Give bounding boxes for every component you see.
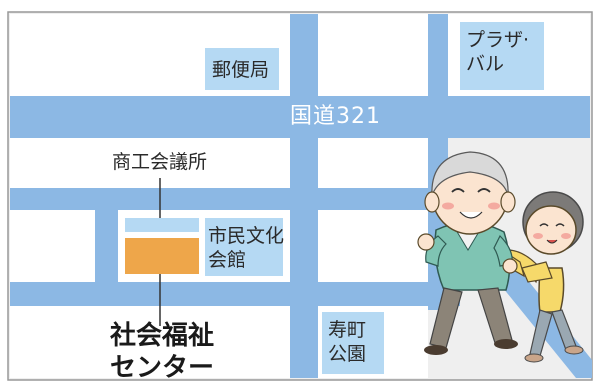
block-lower-left	[10, 210, 95, 282]
chamber-of-commerce-building	[125, 218, 199, 232]
grandmother-figure	[499, 191, 584, 363]
welfare-center-label-line2: センター	[110, 353, 215, 383]
grandfather-figure	[417, 151, 518, 355]
national-route-321-label: 国道321	[290, 104, 381, 129]
block-lower-right	[318, 210, 428, 282]
civic-hall-label-line1: 市民文化	[208, 225, 285, 247]
post-office-building	[205, 48, 279, 90]
welfare-center-label: 社会福祉 センター	[110, 320, 214, 384]
block-mid-right	[318, 138, 428, 188]
road-horizontal-2	[10, 188, 460, 210]
road-vertical-left	[95, 188, 118, 306]
block-mid-left	[10, 138, 290, 188]
chamber-of-commerce-label: 商工会議所	[112, 151, 208, 173]
plaza-bal-label-line1: プラザ·	[466, 29, 530, 51]
elderly-couple-illustration	[417, 151, 584, 363]
kotobuki-park-label-line2: 公園	[328, 343, 367, 365]
plaza-bal-building	[460, 22, 544, 90]
welfare-center-label-line1: 社会福祉	[110, 321, 215, 351]
kotobuki-park-area	[322, 312, 384, 374]
civic-hall-label: 市民文化 会館	[208, 224, 284, 272]
kotobuki-park-label-line1: 寿町	[328, 319, 367, 341]
civic-hall-label-line2: 会館	[208, 249, 247, 271]
civic-hall-building	[205, 218, 283, 276]
post-office-label: 郵便局	[212, 59, 270, 81]
road-vertical-center	[290, 14, 318, 378]
block-top-middle	[318, 14, 428, 96]
plaza-bal-label: プラザ· バル	[466, 28, 529, 76]
block-bottom-left	[10, 306, 290, 378]
road-horizontal-3	[10, 282, 460, 306]
roads	[10, 14, 592, 378]
kotobuki-park-label: 寿町 公園	[328, 318, 366, 366]
welfare-center-building	[125, 238, 199, 274]
plaza-bal-label-line2: バル	[466, 53, 505, 75]
